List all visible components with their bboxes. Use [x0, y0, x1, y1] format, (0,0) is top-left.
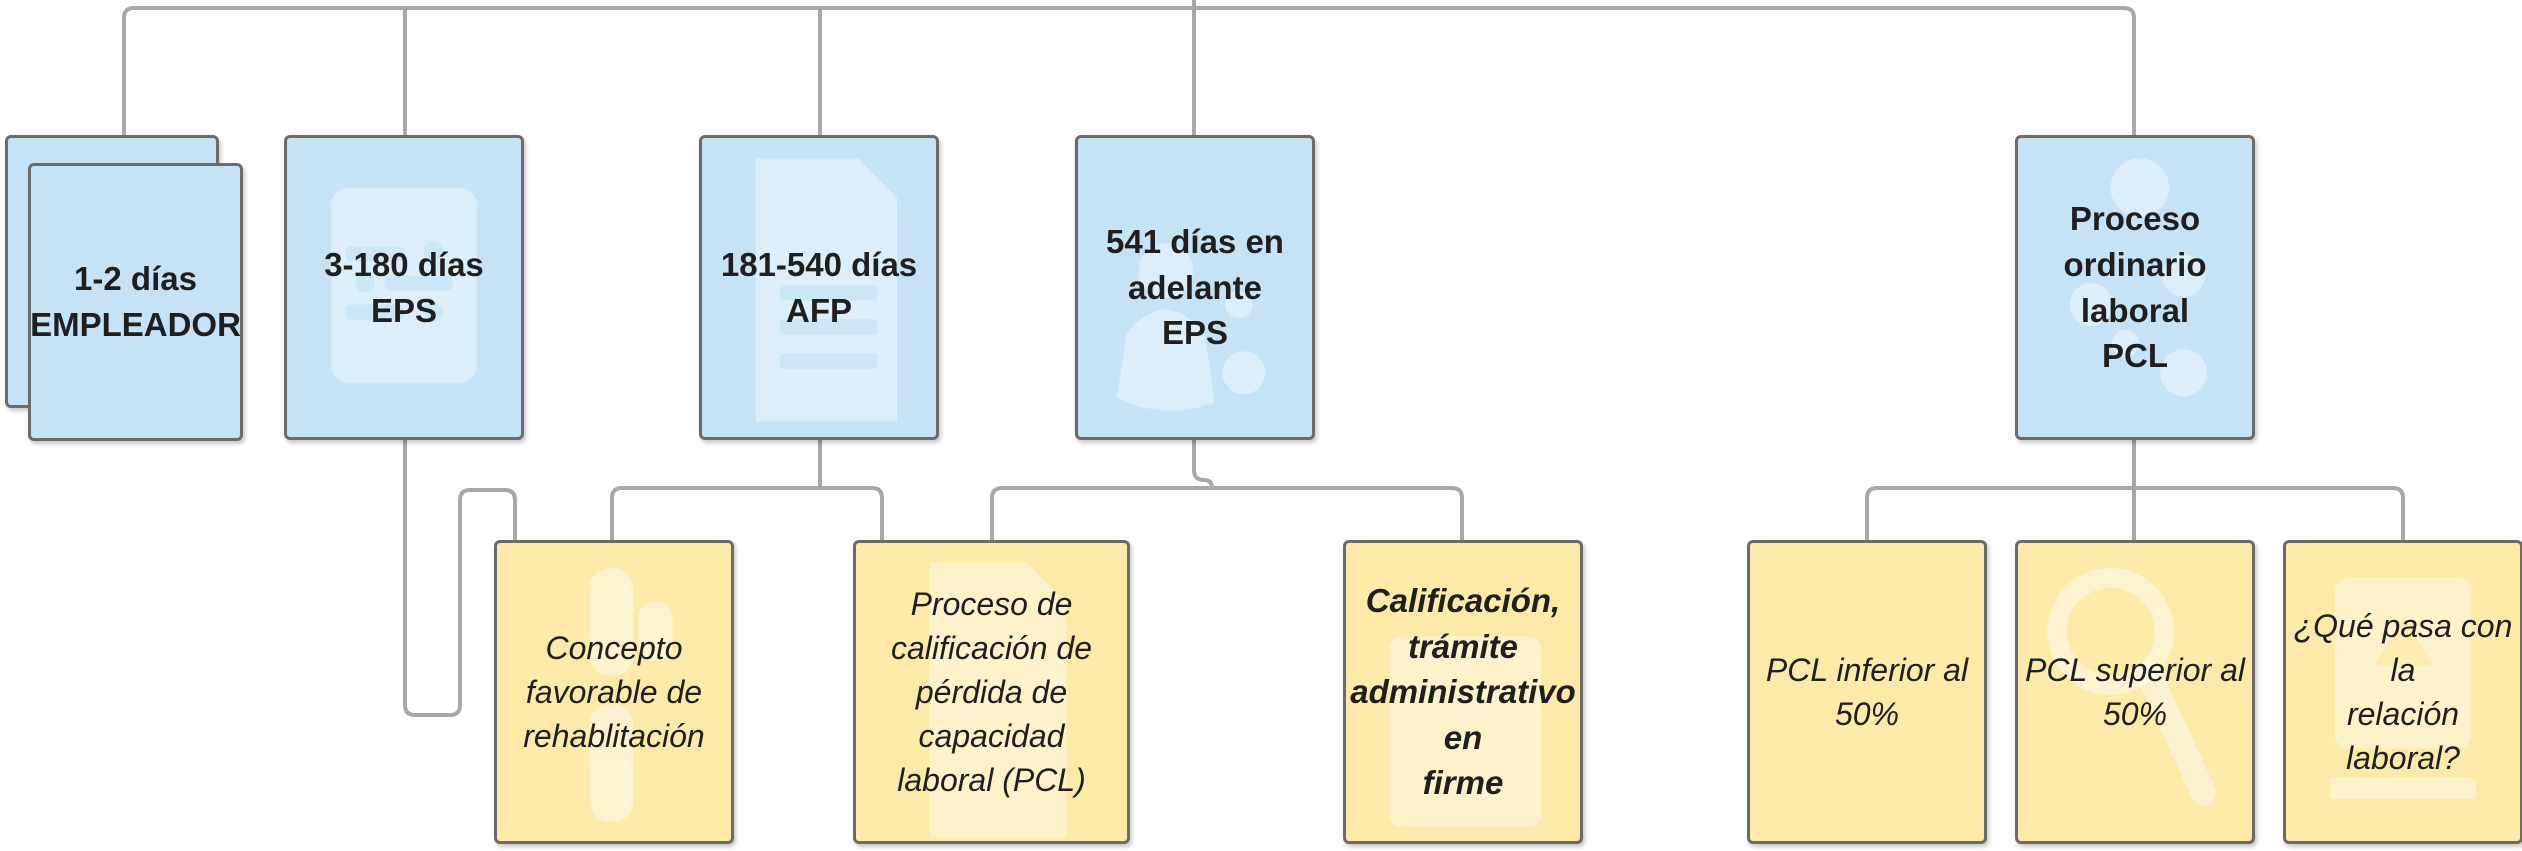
sub-node-pcl-superior[interactable]: PCL superior al 50%: [2015, 540, 2255, 844]
node-label: Calificación, trámite administrativo en …: [1350, 582, 1576, 802]
node-label: 181-540 días AFP: [720, 245, 918, 329]
connector-node-5-to-subs: [1865, 438, 2405, 542]
node-541-dias-eps[interactable]: 541 días en adelante EPS: [1075, 135, 1315, 440]
node-label: 1-2 días EMPLEADOR: [30, 260, 241, 343]
sub-node-calificacion-firme[interactable]: Calificación, trámite administrativo en …: [1343, 540, 1583, 844]
sub-node-pcl-inferior[interactable]: PCL inferior al 50%: [1747, 540, 1987, 844]
node-3-180-dias-eps[interactable]: 3-180 días EPS: [284, 135, 524, 440]
sub-node-concepto-favorable[interactable]: Concepto favorable de rehablitación: [494, 540, 734, 844]
node-label: ¿Qué pasa con la relación laboral?: [2293, 607, 2513, 777]
connector-node-3-to-sub-2: [610, 438, 884, 542]
node-label: 541 días en adelante EPS: [1106, 223, 1284, 352]
node-181-540-dias-afp[interactable]: 181-540 días AFP: [699, 135, 939, 440]
node-label: Proceso de calificación de pérdida de ca…: [891, 585, 1092, 799]
node-label: PCL inferior al 50%: [1765, 651, 1969, 732]
sub-node-relacion-laboral[interactable]: ¿Qué pasa con la relación laboral?: [2283, 540, 2522, 844]
node-label: PCL superior al 50%: [2025, 651, 2245, 732]
node-1-2-dias-empleador[interactable]: 1-2 días EMPLEADOR: [28, 163, 243, 441]
sub-node-proceso-pcl[interactable]: Proceso de calificación de pérdida de ca…: [853, 540, 1130, 844]
node-label: Concepto favorable de rehablitación: [523, 629, 705, 755]
node-label: 3-180 días EPS: [324, 245, 484, 329]
node-proceso-ordinario-laboral-pcl[interactable]: Proceso ordinario laboral PCL: [2015, 135, 2255, 440]
connector-node-2-to-sub-1: [403, 438, 517, 717]
node-label: Proceso ordinario laboral PCL: [2063, 200, 2207, 375]
connector-top-bus: [122, 6, 2136, 137]
connector-node-4-to-sub-3: [990, 438, 1464, 542]
